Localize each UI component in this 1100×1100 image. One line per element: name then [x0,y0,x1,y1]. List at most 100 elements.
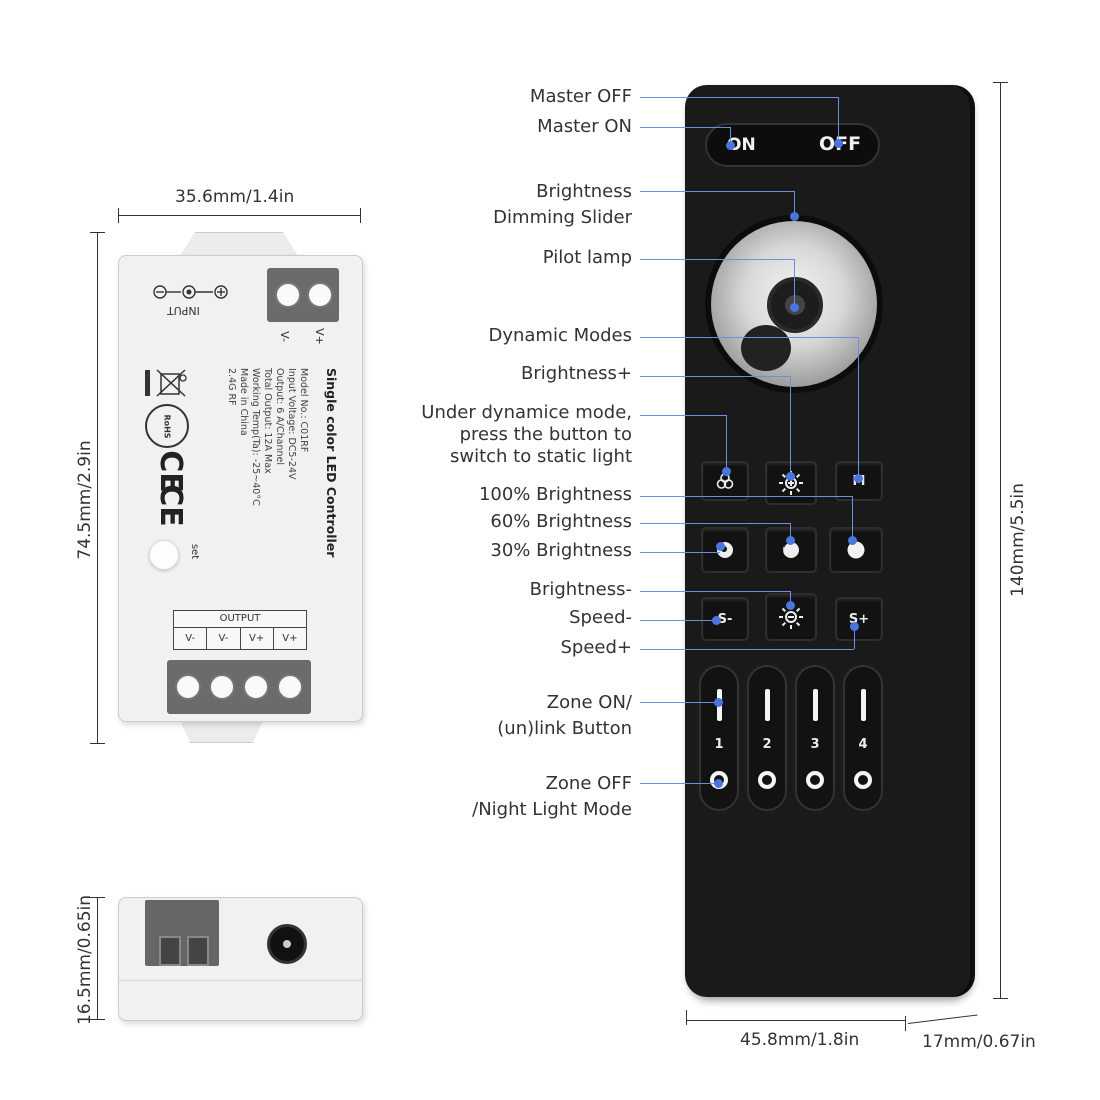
side-terminal-block [145,900,219,966]
callout-master-off: Master OFF [530,86,632,108]
callout-text: Dynamic Modes [488,325,632,346]
spec-line-2: Input Voltage: DC5-24V [286,368,297,480]
input-screw-1 [275,282,301,308]
output-pin-1: V- [174,628,208,649]
callout-text: Under dynamice mode, [421,402,632,423]
rohs-label: RoHS [162,413,172,439]
spec-line-5: Working Temp(Ta): -25~40°C [250,368,261,506]
set-label: set [189,543,201,560]
spec-line-6: Made in China [238,368,249,436]
on-off-rocker: ON OFF [705,123,880,167]
callout-master-on: Master ON [537,116,632,138]
output-screw-1 [175,674,201,700]
output-label-box: OUTPUT V- V- V+ V+ [173,610,307,650]
output-screw-2 [209,674,235,700]
output-pin-4: V+ [282,633,298,644]
dc-polarity-symbol [151,284,231,300]
output-pin-2: V- [207,628,241,649]
output-screw-3 [243,674,269,700]
speed-minus-label: S- [717,611,733,627]
speed-minus-button[interactable]: S- [701,597,749,641]
input-v-minus-label: V- [277,331,291,342]
callout-text: Zone ON/ [546,692,632,713]
callout-text: (un)link Button [497,718,632,739]
remote-control: ON OFF M S- S+ 1 [685,85,970,997]
zone-off-icon [758,771,776,789]
zone-on-icon [813,689,818,721]
callout-zone-on: Zone ON/ (un)link Button [497,690,632,742]
weee-bin-icon [143,366,191,404]
ce-mark-2: CE [152,484,188,527]
brightness-plus-button[interactable] [765,461,817,505]
callout-text: Brightness- [529,579,632,600]
output-screw-4 [277,674,303,700]
callout-text: Brightness+ [521,363,632,384]
output-pin-3: V+ [241,628,274,649]
brightness-60-button[interactable] [765,527,817,573]
zone-4-label: 4 [858,737,868,752]
callout-text: 30% Brightness [490,540,632,561]
callout-pilot-lamp: Pilot lamp [543,247,632,269]
callout-text: Brightness [536,181,632,202]
zone-1-label: 1 [714,737,724,752]
callout-brightness-30: 30% Brightness [490,540,632,562]
remote-width-label: 45.8mm/1.8in [740,1030,860,1050]
callout-brightness-minus: Brightness- [530,579,632,601]
callout-text: /Night Light Mode [472,799,632,820]
speed-plus-button[interactable]: S+ [835,597,883,641]
input-terminal-block [267,268,339,322]
callout-text: Dimming Slider [493,207,632,228]
led-controller-top-view: INPUT V- V+ Single color LED Controller … [118,255,363,722]
remote-depth-label: 17mm/0.67in [922,1032,1036,1052]
controller-width-label: 35.6mm/1.4in [175,187,295,207]
zone-3-button[interactable]: 3 [795,665,835,811]
brightness-100-button[interactable] [829,527,883,573]
zone-off-icon [854,771,872,789]
spec-line-7: 2.4G RF [226,368,237,406]
brightness-minus-button[interactable] [765,593,817,641]
callout-text: 100% Brightness [478,484,632,505]
callout-dynamic-modes: Dynamic Modes [488,325,632,347]
set-button[interactable] [149,540,179,570]
input-v-plus-label: V+ [312,328,326,345]
callout-brightness-plus: Brightness+ [521,363,632,385]
callout-text: Master ON [537,116,632,137]
brightness-30-button[interactable] [701,527,749,573]
zone-off-icon [806,771,824,789]
callout-text: Speed- [569,607,632,628]
callout-speed-minus: Speed- [569,607,632,629]
controller-height-label: 74.5mm/2.9in [75,440,95,560]
callout-text: switch to static light [449,446,632,467]
input-label: INPUT [167,304,200,317]
input-screw-2 [307,282,333,308]
rohs-icon: RoHS [145,404,189,448]
callout-text: Speed+ [560,637,632,658]
callout-text: Pilot lamp [542,247,632,268]
zone-2-button[interactable]: 2 [747,665,787,811]
full-circle-icon [847,541,865,559]
controller-title: Single color LED Controller [324,368,339,558]
callout-text: press the button to [459,424,632,445]
half-moon-icon [783,541,799,558]
spec-line-1: Model No.: C01RF [298,368,309,453]
callout-speed-plus: Speed+ [560,637,632,659]
zone-on-icon [765,689,770,721]
output-label: OUTPUT [174,611,306,628]
callout-zone-off: Zone OFF/Night Light Mode [472,771,632,823]
master-on-label: ON [727,135,756,155]
zone-on-icon [861,689,866,721]
remote-height-label: 140mm/5.5in [1008,483,1028,597]
callout-brightness-100: 100% Brightness [479,484,632,506]
dc-jack-icon [267,924,307,964]
master-on-button[interactable]: ON [727,135,756,155]
callout-text: 60% Brightness [490,511,632,532]
callout-brightness-60: 60% Brightness [490,511,632,533]
zone-2-label: 2 [762,737,772,752]
callout-text: Zone OFF [545,773,632,794]
spec-line-3: Output: 6 A/Channel [274,368,285,465]
spec-line-4: Total Output: 12A Max [262,368,273,474]
zone-1-button[interactable]: 1 [699,665,739,811]
zone-4-button[interactable]: 4 [843,665,883,811]
